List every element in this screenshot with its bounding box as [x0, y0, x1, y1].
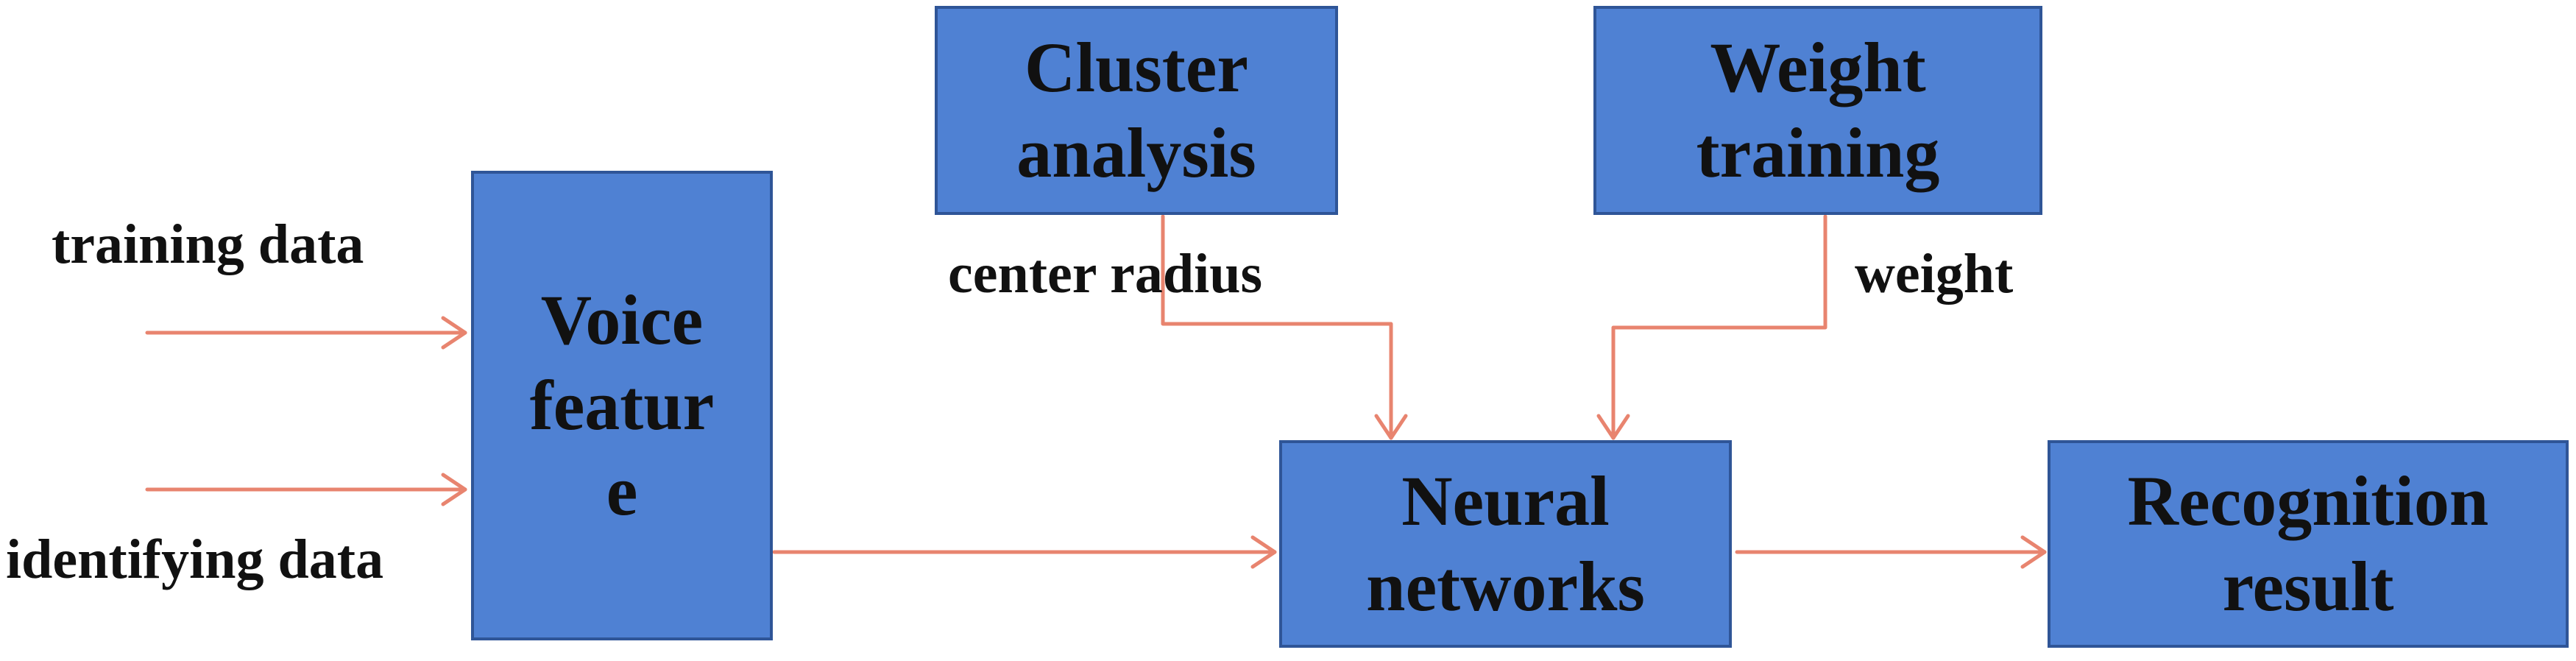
weight-label: weight [1855, 243, 2014, 305]
cluster-analysis-box: Cluster analysis [935, 6, 1338, 215]
voice-feature-line-3: e [606, 451, 638, 530]
cluster-analysis-line-2: analysis [1016, 113, 1256, 192]
arrow-weight [1611, 214, 1827, 440]
identifying-data-label: identifying data [6, 529, 384, 590]
cluster-analysis-line-1: Cluster [1025, 28, 1248, 107]
neural-networks-line-2: networks [1366, 547, 1645, 626]
recognition-result-box: Recognition result [2048, 440, 2569, 648]
voice-feature-line-2: featur [529, 366, 715, 445]
neural-networks-box: Neural networks [1279, 440, 1732, 648]
neural-networks-line-1: Neural [1401, 462, 1610, 540]
weight-training-line-1: Weight [1710, 28, 1926, 107]
training-data-label: training data [52, 213, 364, 275]
weight-training-box: Weight training [1593, 6, 2042, 215]
recognition-result-line-1: Recognition [2127, 462, 2489, 540]
voice-feature-line-1: Voice [540, 280, 704, 359]
center-radius-label: center radius [948, 243, 1263, 305]
arrow-center-radius [1161, 214, 1393, 440]
weight-training-line-2: training [1696, 113, 1940, 192]
recognition-result-line-2: result [2222, 547, 2394, 626]
voice-feature-box: Voice featur e [471, 171, 773, 640]
